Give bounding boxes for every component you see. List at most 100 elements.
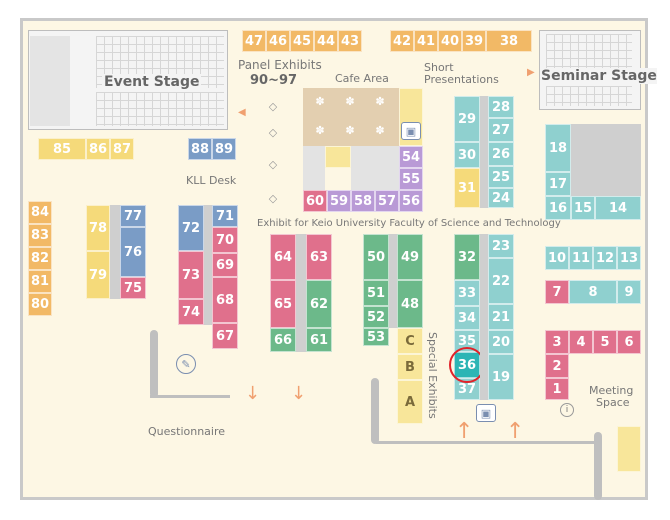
booth-85[interactable]: 85 bbox=[38, 138, 86, 160]
booth-3[interactable]: 3 bbox=[545, 330, 569, 354]
meeting-space[interactable] bbox=[617, 426, 641, 472]
booth-18[interactable]: 18 bbox=[545, 124, 571, 172]
booth-76[interactable]: 76 bbox=[120, 227, 146, 277]
booth-49[interactable]: 49 bbox=[397, 234, 423, 280]
booth-c[interactable]: C bbox=[397, 328, 423, 354]
booth-44[interactable]: 44 bbox=[314, 30, 338, 52]
booth-16[interactable]: 16 bbox=[545, 196, 571, 220]
booth-56[interactable]: 56 bbox=[399, 190, 423, 212]
booth-89[interactable]: 89 bbox=[212, 138, 236, 160]
booth-2[interactable]: 2 bbox=[545, 354, 569, 378]
booth-75[interactable]: 75 bbox=[120, 277, 146, 299]
entrance-arrow-icon: ↑ bbox=[506, 419, 525, 444]
booth-65[interactable]: 65 bbox=[270, 280, 296, 328]
divider bbox=[480, 96, 488, 208]
booth-52[interactable]: 52 bbox=[363, 306, 389, 328]
booth-81[interactable]: 81 bbox=[28, 270, 52, 293]
booth-35[interactable]: 35 bbox=[454, 330, 480, 352]
booth-32[interactable]: 32 bbox=[454, 234, 480, 280]
booth-33[interactable]: 33 bbox=[454, 280, 480, 306]
panel-icon: ◇ bbox=[268, 157, 278, 171]
booth-61[interactable]: 61 bbox=[306, 328, 332, 352]
booth-25[interactable]: 25 bbox=[488, 166, 514, 188]
booth-11[interactable]: 11 bbox=[569, 246, 593, 270]
booth-40[interactable]: 40 bbox=[438, 30, 462, 52]
booth-43[interactable]: 43 bbox=[338, 30, 362, 52]
booth-4[interactable]: 4 bbox=[569, 330, 593, 354]
cafe-area[interactable] bbox=[303, 88, 399, 146]
booth-70[interactable]: 70 bbox=[212, 227, 238, 253]
booth-87[interactable]: 87 bbox=[110, 138, 134, 160]
booth-30[interactable]: 30 bbox=[454, 142, 480, 168]
booth-54[interactable]: 54 bbox=[399, 146, 423, 168]
keio-exhibit-label: Exhibit for Keio University Faculty of S… bbox=[257, 218, 561, 229]
booth-67[interactable]: 67 bbox=[212, 323, 238, 349]
booth-24[interactable]: 24 bbox=[488, 188, 514, 208]
booth-83[interactable]: 83 bbox=[28, 224, 52, 247]
booth-64[interactable]: 64 bbox=[270, 234, 296, 280]
booth-68[interactable]: 68 bbox=[212, 277, 238, 323]
booth-69[interactable]: 69 bbox=[212, 253, 238, 277]
booth-34[interactable]: 34 bbox=[454, 306, 480, 330]
booth-15[interactable]: 15 bbox=[571, 196, 595, 220]
booth-82[interactable]: 82 bbox=[28, 247, 52, 270]
meeting-space-label-2: Space bbox=[596, 396, 630, 409]
booth-72[interactable]: 72 bbox=[178, 205, 204, 251]
booth-17[interactable]: 17 bbox=[545, 172, 571, 196]
booth-73[interactable]: 73 bbox=[178, 251, 204, 299]
booth-37[interactable]: 37 bbox=[454, 378, 480, 400]
booth-23[interactable]: 23 bbox=[488, 234, 514, 258]
booth-50[interactable]: 50 bbox=[363, 234, 389, 280]
booth-62[interactable]: 62 bbox=[306, 280, 332, 328]
booth-45[interactable]: 45 bbox=[290, 30, 314, 52]
booth-53[interactable]: 53 bbox=[363, 328, 389, 346]
booth-20[interactable]: 20 bbox=[488, 330, 514, 354]
booth-59[interactable]: 59 bbox=[327, 190, 351, 212]
booth-58[interactable]: 58 bbox=[351, 190, 375, 212]
booth-10[interactable]: 10 bbox=[545, 246, 569, 270]
booth-55[interactable]: 55 bbox=[399, 168, 423, 190]
booth-78[interactable]: 78 bbox=[86, 205, 110, 251]
booth-22[interactable]: 22 bbox=[488, 258, 514, 304]
booth-80[interactable]: 80 bbox=[28, 293, 52, 316]
booth-77[interactable]: 77 bbox=[120, 205, 146, 227]
kll-desk[interactable] bbox=[325, 146, 351, 168]
booth-71[interactable]: 71 bbox=[212, 205, 238, 227]
booth-88[interactable]: 88 bbox=[188, 138, 212, 160]
booth-a[interactable]: A bbox=[397, 380, 423, 424]
booth-51[interactable]: 51 bbox=[363, 280, 389, 306]
booth-9[interactable]: 9 bbox=[617, 280, 641, 304]
booth-38[interactable]: 38 bbox=[486, 30, 532, 52]
booth-79[interactable]: 79 bbox=[86, 251, 110, 299]
booth-28[interactable]: 28 bbox=[488, 96, 514, 118]
booth-26[interactable]: 26 bbox=[488, 142, 514, 166]
booth-12[interactable]: 12 bbox=[593, 246, 617, 270]
booth-13[interactable]: 13 bbox=[617, 246, 641, 270]
booth-b[interactable]: B bbox=[397, 354, 423, 380]
booth-74[interactable]: 74 bbox=[178, 299, 204, 325]
booth-84[interactable]: 84 bbox=[28, 201, 52, 224]
special-exhibits-label: Special Exhibits bbox=[426, 332, 439, 419]
booth-60[interactable]: 60 bbox=[303, 190, 327, 212]
booth-63[interactable]: 63 bbox=[306, 234, 332, 280]
booth-29[interactable]: 29 bbox=[454, 96, 480, 142]
booth-48[interactable]: 48 bbox=[397, 280, 423, 328]
booth-42[interactable]: 42 bbox=[390, 30, 414, 52]
booth-27[interactable]: 27 bbox=[488, 118, 514, 142]
booth-14[interactable]: 14 bbox=[595, 196, 641, 220]
booth-46[interactable]: 46 bbox=[266, 30, 290, 52]
booth-8[interactable]: 8 bbox=[569, 280, 617, 304]
booth-5[interactable]: 5 bbox=[593, 330, 617, 354]
booth-6[interactable]: 6 bbox=[617, 330, 641, 354]
booth-31[interactable]: 31 bbox=[454, 168, 480, 208]
booth-19[interactable]: 19 bbox=[488, 354, 514, 400]
booth-1[interactable]: 1 bbox=[545, 378, 569, 400]
booth-7[interactable]: 7 bbox=[545, 280, 569, 304]
booth-66[interactable]: 66 bbox=[270, 328, 296, 352]
booth-39[interactable]: 39 bbox=[462, 30, 486, 52]
booth-41[interactable]: 41 bbox=[414, 30, 438, 52]
booth-21[interactable]: 21 bbox=[488, 304, 514, 330]
booth-57[interactable]: 57 bbox=[375, 190, 399, 212]
booth-86[interactable]: 86 bbox=[86, 138, 110, 160]
booth-47[interactable]: 47 bbox=[242, 30, 266, 52]
